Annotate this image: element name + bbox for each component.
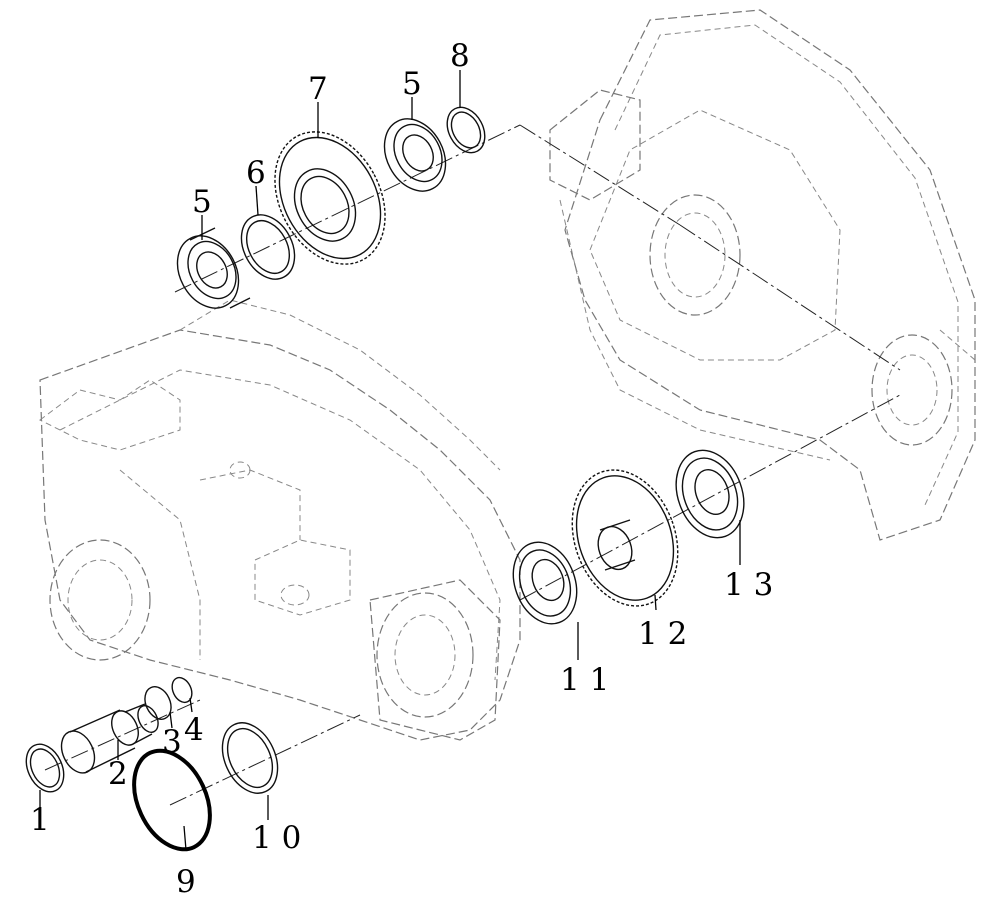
leader-lines — [39, 70, 741, 851]
callout-7: 7 — [308, 71, 328, 107]
bearing-11 — [512, 541, 578, 625]
o-ring-9 — [132, 748, 212, 852]
callout-6: 6 — [246, 155, 266, 191]
gearbox-housing — [39, 9, 976, 741]
gear-7 — [274, 131, 386, 265]
callout-8: 8 — [450, 38, 470, 74]
callout-5-lower: 5 — [192, 184, 212, 220]
snap-ring-10 — [221, 722, 279, 794]
snap-ring-8 — [446, 106, 486, 154]
snap-ring-1 — [25, 743, 65, 793]
callout-10: 1 0 — [252, 820, 301, 856]
bearing-5-upper — [383, 118, 447, 192]
callout-13: 1 3 — [724, 567, 773, 603]
callout-5-upper: 5 — [402, 66, 422, 102]
snap-ring-6 — [240, 214, 296, 280]
callouts: 1 2 3 4 5 6 7 5 8 9 1 0 1 1 1 2 1 3 — [30, 38, 773, 900]
callout-12: 1 2 — [638, 616, 687, 652]
bearing-5-lower — [176, 227, 251, 309]
callout-4: 4 — [184, 712, 204, 748]
callout-2: 2 — [108, 756, 128, 792]
callout-1: 1 — [30, 802, 50, 838]
pin-2 — [60, 703, 159, 774]
bearing-13 — [675, 449, 745, 539]
callout-9: 9 — [176, 864, 196, 900]
gear-12 — [571, 469, 679, 607]
snap-ring-4 — [171, 676, 193, 704]
snap-ring-3 — [144, 686, 172, 720]
shaft-axes — [44, 124, 901, 806]
callout-11: 1 1 — [560, 662, 609, 698]
callout-3: 3 — [162, 724, 182, 760]
